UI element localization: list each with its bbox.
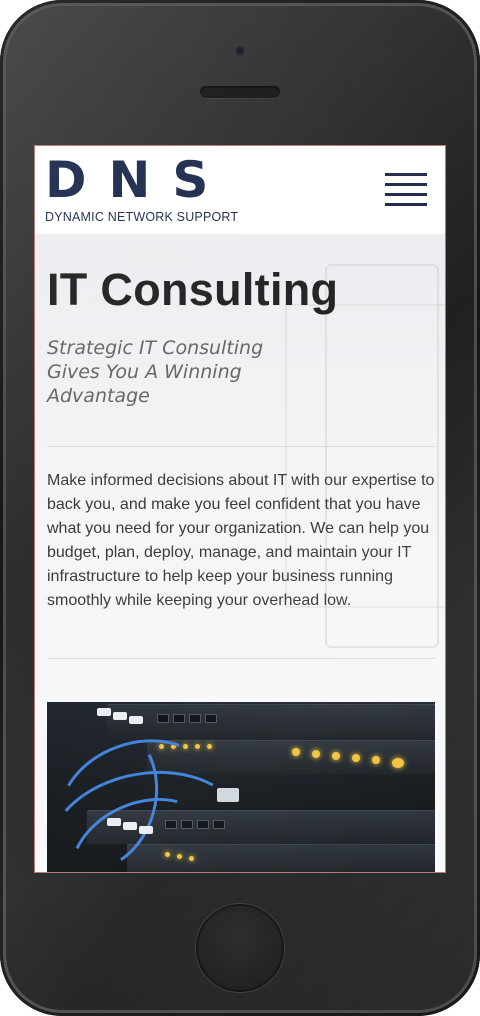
site-header: DNS DYNAMIC NETWORK SUPPORT — [35, 146, 445, 234]
page-subtitle: Strategic IT Consulting Gives You A Winn… — [47, 337, 264, 407]
divider — [47, 658, 435, 659]
earpiece-speaker — [200, 86, 280, 98]
page-title: IT Consulting — [47, 264, 339, 315]
phone-screen: DNS DYNAMIC NETWORK SUPPORT IT Consultin… — [34, 145, 446, 873]
logo-tagline: DYNAMIC NETWORK SUPPORT — [45, 210, 239, 224]
home-button[interactable] — [196, 904, 284, 992]
body-paragraph: Make informed decisions about IT with ou… — [47, 472, 435, 609]
front-camera — [235, 46, 245, 56]
divider — [47, 446, 435, 447]
logo-letters: DNS — [45, 151, 231, 209]
hamburger-menu-icon[interactable] — [385, 173, 427, 207]
site-logo[interactable]: DNS DYNAMIC NETWORK SUPPORT — [45, 151, 255, 228]
server-rack-image — [47, 702, 435, 872]
